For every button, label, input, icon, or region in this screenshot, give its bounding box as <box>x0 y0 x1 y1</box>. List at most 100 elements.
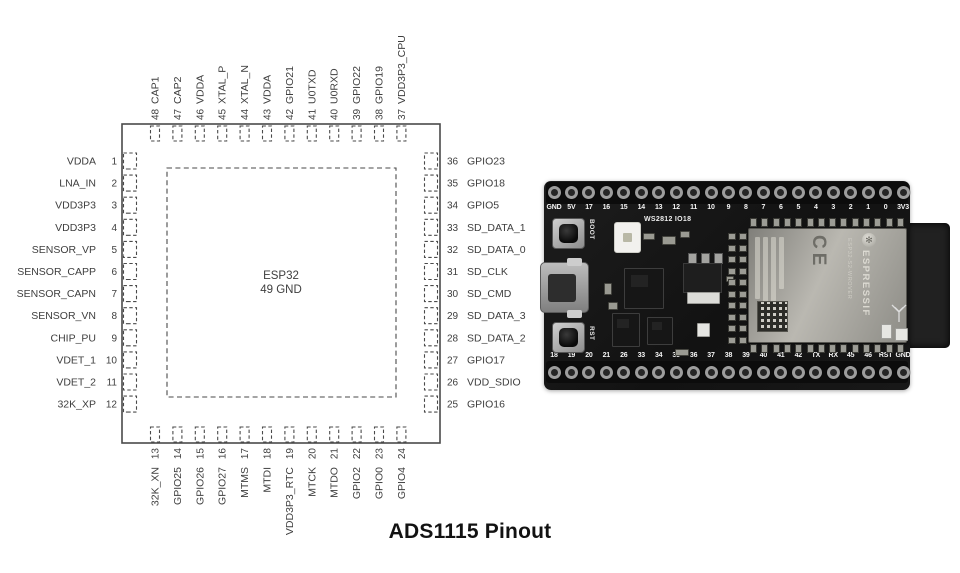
module-pad <box>761 344 769 353</box>
pin-label-top: 3 <box>831 203 836 211</box>
diagram-pin-box <box>149 125 161 142</box>
diagram-pin-text: 9 <box>111 333 117 344</box>
module-pad <box>863 344 870 353</box>
diagram-pin-text: 17 <box>240 448 251 460</box>
pin-label-bottom: GND <box>895 352 911 359</box>
diagram-pin-text: 16 <box>218 448 229 460</box>
smd-passive <box>675 349 689 356</box>
led-die <box>623 233 632 242</box>
pin-label-bottom: 40 <box>759 352 768 359</box>
boot-button[interactable] <box>552 218 585 249</box>
diagram-pin-box <box>239 426 250 443</box>
diagram-pin-box <box>423 395 439 413</box>
ws2812-rgb-led <box>614 222 641 253</box>
pin-hole <box>669 186 683 199</box>
diagram-pin-box <box>122 218 138 236</box>
reset-button-label: RST <box>588 326 595 341</box>
pin-label-bottom: 19 <box>567 352 576 359</box>
module-brand-text: ESPRESSIF <box>860 250 871 317</box>
module-print-line <box>755 237 760 299</box>
diagram-pin-text: 5 <box>111 245 117 256</box>
diagram-pin-box <box>329 125 340 142</box>
ws2812-label: WS2812 IO18 <box>644 216 692 223</box>
smd-passive <box>608 302 618 310</box>
diagram-pin-text: 20 <box>307 448 318 460</box>
smd-component <box>895 328 908 341</box>
diagram-pin-box <box>423 285 439 303</box>
antenna-symbol-icon <box>888 303 910 328</box>
module-pad <box>728 290 736 298</box>
pin-label-top: 16 <box>602 203 611 211</box>
diagram-pin-text: 34 <box>447 201 459 212</box>
diagram-pin-text: GPIO21 <box>284 66 296 104</box>
diagram-pin-text: GPIO23 <box>467 156 505 168</box>
pin-label-top: 4 <box>813 203 818 211</box>
pin-hole <box>844 366 858 379</box>
module-print-line <box>779 237 784 289</box>
pin-label-top: 12 <box>672 203 680 211</box>
diagram-pin-text: SENSOR_CAPN <box>17 288 96 300</box>
diagram-pin-box <box>122 351 138 369</box>
pin-label-bottom: 26 <box>620 352 628 359</box>
pin-label-bottom: 33 <box>637 352 646 359</box>
pin-hole <box>599 366 613 379</box>
diagram-pin-text: SD_DATA_0 <box>467 244 526 256</box>
module-pad <box>750 344 757 353</box>
diagram-pin-box <box>284 125 295 142</box>
diagram-pin-text: 32K_XP <box>57 399 96 411</box>
pin-hole <box>564 186 578 199</box>
diagram-pin-text: GPIO25 <box>172 467 184 505</box>
diagram-pin-text: 29 <box>447 311 459 322</box>
diagram-pin-text: 18 <box>263 448 274 460</box>
pin-label-bottom: RST <box>878 352 893 359</box>
diagram-pin-text: 49 GND <box>260 284 302 296</box>
diagram-pin-text: 39 <box>352 108 363 120</box>
diagram-pin-box <box>423 174 439 192</box>
diagram-pin-text: 3 <box>111 201 117 212</box>
pin-label-top: 1 <box>866 203 870 211</box>
reset-button[interactable] <box>552 322 585 353</box>
diagram-pin-box <box>217 426 228 443</box>
caption-title: ADS1115 Pinout <box>388 520 552 543</box>
usb-tab-top <box>567 258 582 266</box>
pin-label-top: 14 <box>637 203 646 211</box>
diagram-pin-text: 15 <box>195 448 206 460</box>
diagram-pin-text: LNA_IN <box>59 178 96 190</box>
module-pad <box>739 244 747 252</box>
module-pad <box>761 218 769 227</box>
diagram-pin-text: VDDA <box>262 75 274 104</box>
module-pad <box>874 218 882 227</box>
diagram-pin-box <box>239 125 250 142</box>
diagram-pin-box <box>423 218 439 236</box>
usb-uart-chip <box>624 268 664 309</box>
diagram-pin-text: SENSOR_CAPP <box>17 266 96 278</box>
diagram-pin-text: GPIO4 <box>396 467 408 499</box>
module-pad <box>806 344 814 353</box>
module-pad <box>795 344 803 353</box>
diagram-pin-text: 25 <box>447 400 459 411</box>
diagram-pin-text: 33 <box>447 223 459 234</box>
pin-label-bottom: 38 <box>724 352 733 359</box>
diagram-pin-text: GPIO19 <box>374 66 386 104</box>
diagram-pin-box <box>423 329 439 347</box>
pin-label-bottom: 34 <box>654 352 663 359</box>
diagram-pin-box <box>172 426 183 443</box>
pin-label-bottom: 39 <box>742 352 750 359</box>
chip-glint <box>651 321 663 330</box>
diagram-pin-box <box>122 285 138 303</box>
pin-label-bottom: 42 <box>794 352 803 359</box>
pin-hole <box>756 186 770 199</box>
pin-label-top: 9 <box>726 203 731 211</box>
diagram-pin-text: ESP32 <box>263 270 299 282</box>
module-pad <box>783 344 791 353</box>
boot-button-label: BOOT <box>588 219 595 240</box>
pin-hole <box>756 366 770 379</box>
pin-label-bottom: 18 <box>550 352 558 359</box>
pin-label-top: 2 <box>848 203 853 211</box>
pin-label-bottom: 37 <box>707 352 715 359</box>
diagram-pin-box <box>194 125 205 142</box>
module-pad <box>728 302 736 309</box>
diagram-pin-text: 37 <box>397 108 408 120</box>
pin-hole <box>861 366 875 379</box>
module-pad <box>739 325 747 332</box>
